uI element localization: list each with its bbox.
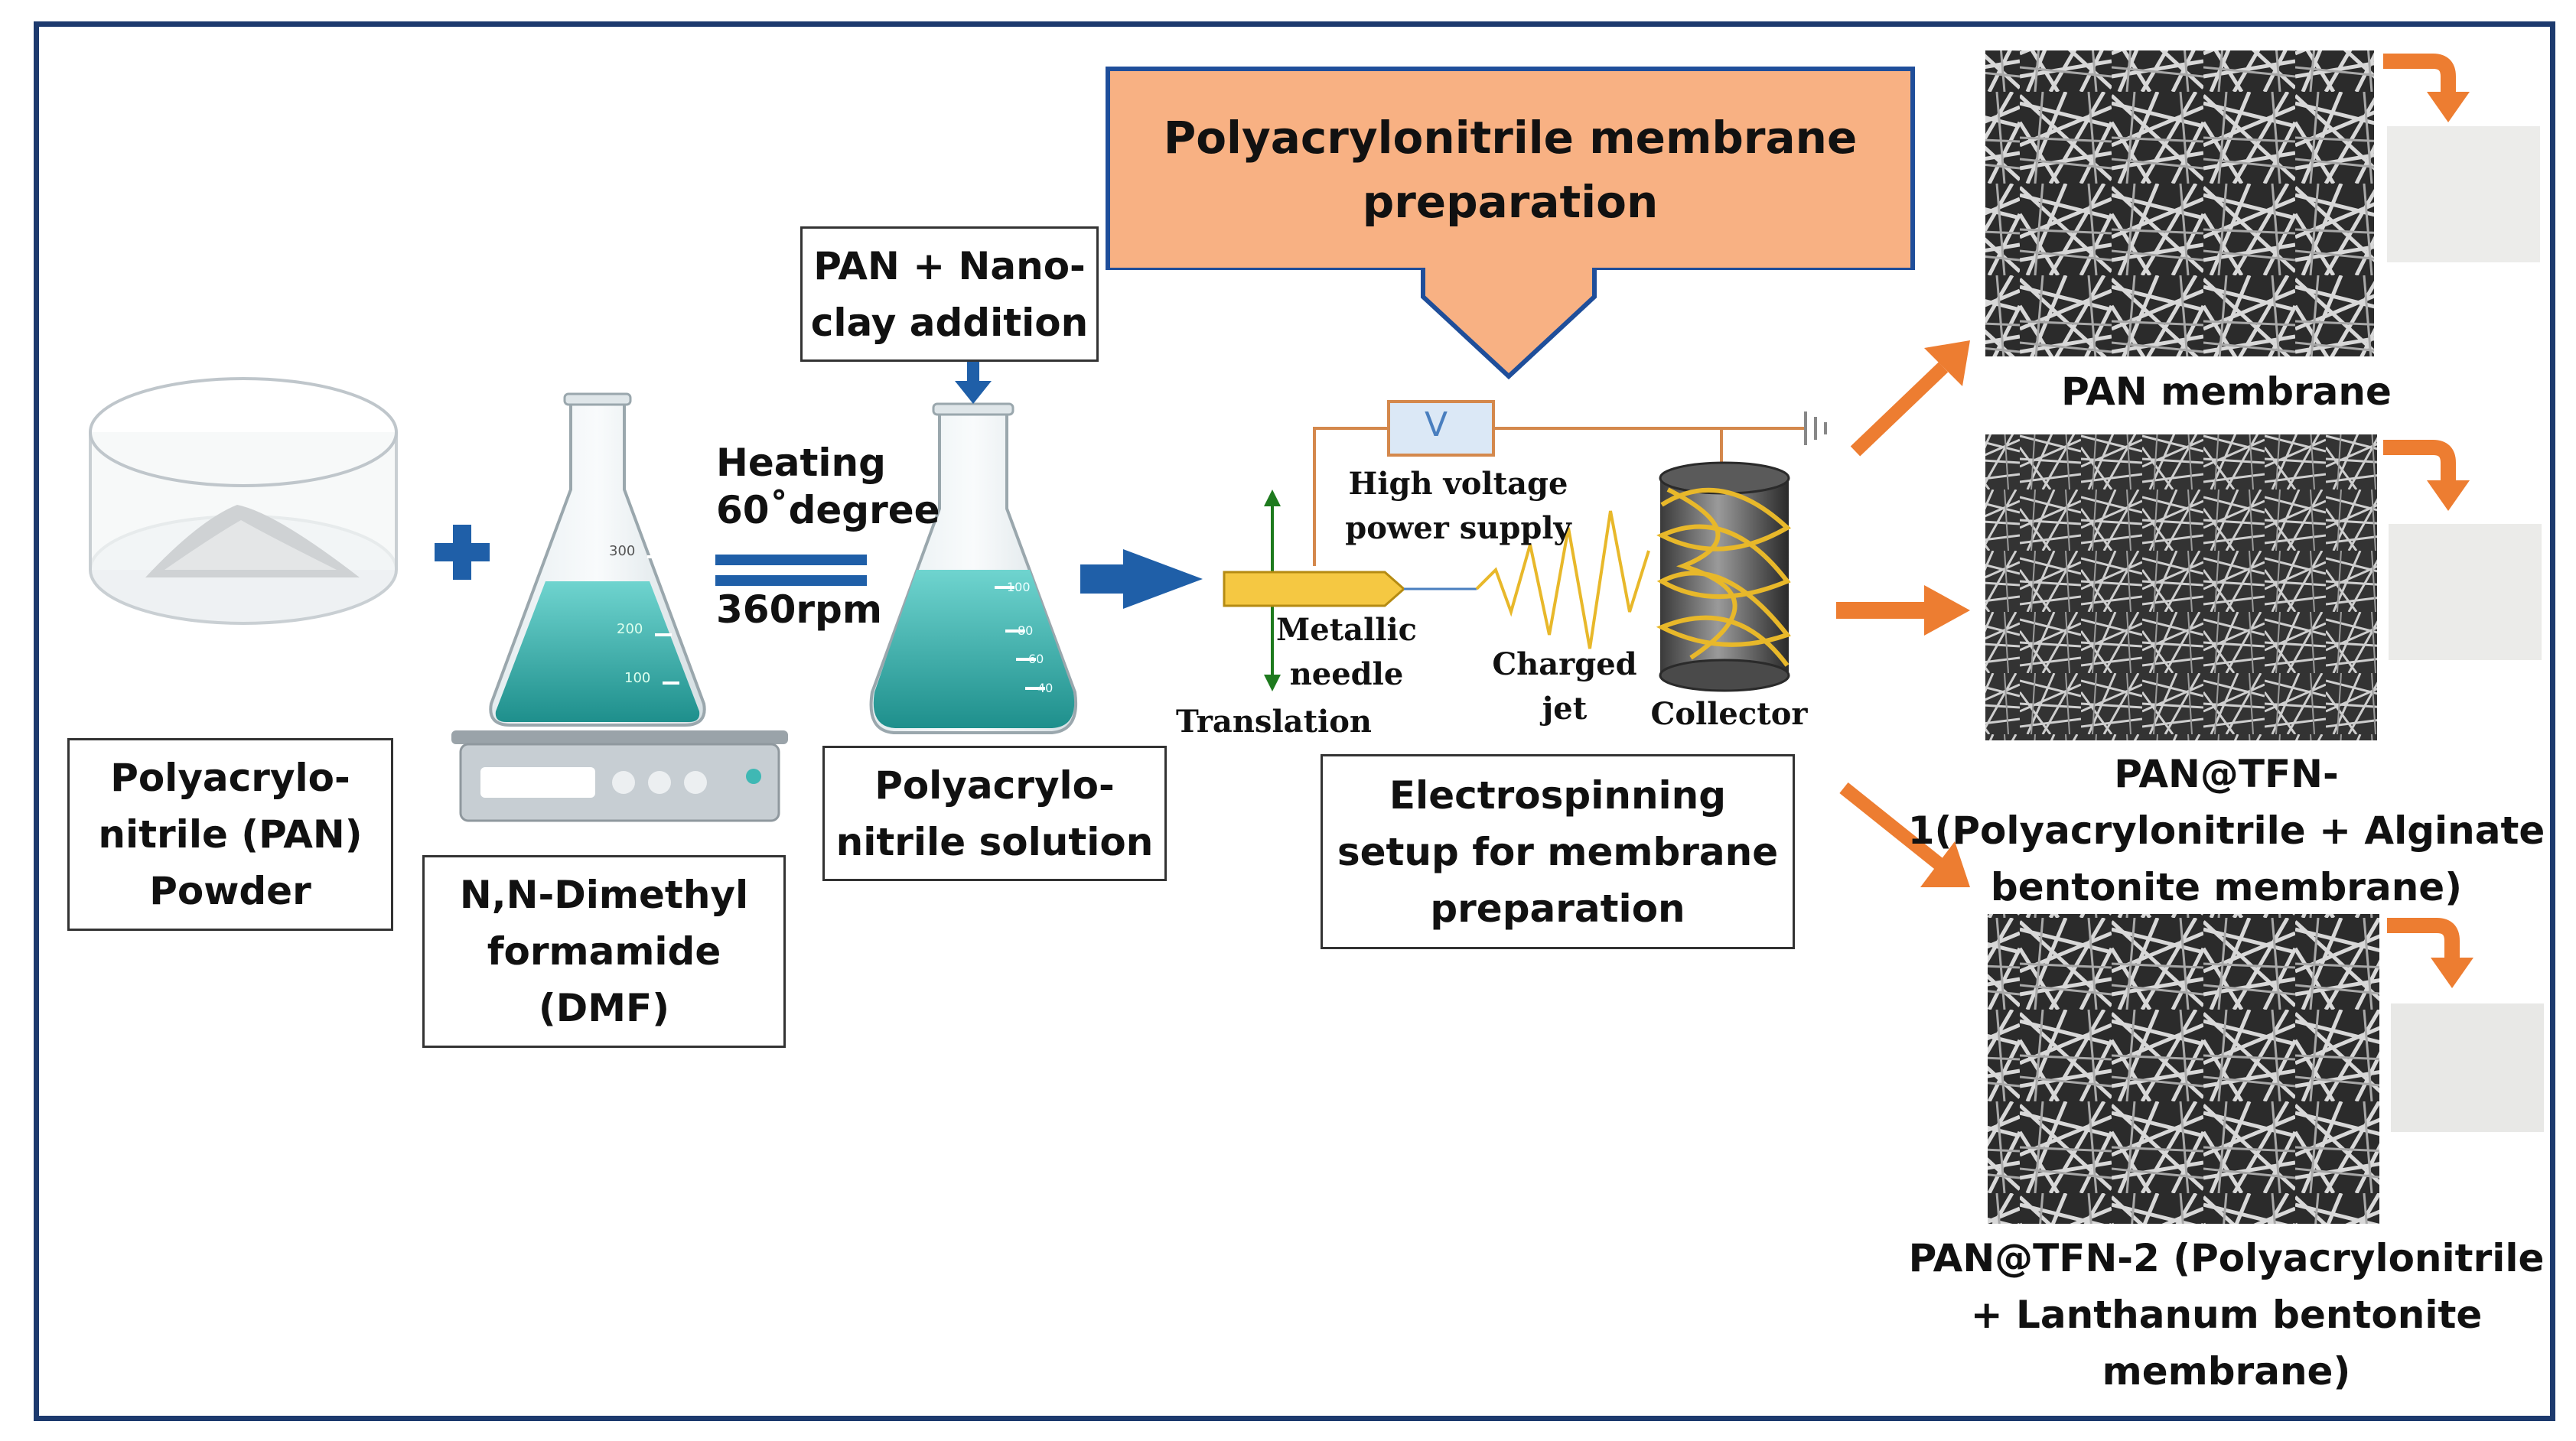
sem-image-tfn1 xyxy=(1985,434,2377,740)
power-supply-icon xyxy=(1387,400,1495,457)
plus-icon xyxy=(435,525,490,580)
collector-icon xyxy=(1656,461,1792,692)
electrospinning-box: Electrospinning setup for membrane prepa… xyxy=(1321,754,1795,949)
power-supply-label: High voltage power supply xyxy=(1345,466,1571,546)
sem-image-tfn2 xyxy=(1988,914,2379,1224)
heating-label: Heating xyxy=(716,441,886,485)
curved-arrow-1 xyxy=(2383,54,2470,122)
flask-mark-80: 80 xyxy=(1018,623,1034,638)
heating-arrow xyxy=(715,555,867,586)
needle-label: Metallic needle xyxy=(1275,612,1418,692)
flask-mark-60: 60 xyxy=(1028,652,1044,666)
output-arrow-1 xyxy=(1850,340,1970,457)
diagram-title: Polyacrylonitrile membrane preparation xyxy=(1163,111,1858,228)
metallic-needle-icon xyxy=(1223,571,1477,607)
curved-arrow-3 xyxy=(2387,918,2473,988)
down-arrow-icon xyxy=(955,361,992,404)
output-label-pan: PAN membrane xyxy=(2061,369,2392,414)
charged-jet-label: Charged jet xyxy=(1492,646,1637,727)
beaker-mark-200: 200 xyxy=(617,621,643,637)
membrane-photo-tfn2 xyxy=(2391,1003,2544,1132)
title-box: Polyacrylonitrile membrane preparation xyxy=(1106,67,1915,268)
rpm-label: 360rpm xyxy=(716,587,882,632)
dmf-box: N,N-Dimethyl formamide (DMF) xyxy=(422,855,786,1048)
membrane-photo-pan xyxy=(2387,126,2540,262)
electrospinning-circuit xyxy=(1313,411,1827,566)
output-label-tfn2: PAN@TFN-2 (Polyacrylonitrile + Lanthanum… xyxy=(1908,1236,2545,1394)
dmf-label: N,N-Dimethyl formamide (DMF) xyxy=(459,873,749,1030)
membrane-photo-tfn1 xyxy=(2389,524,2542,660)
electrospinning-label: Electrospinning setup for membrane prepa… xyxy=(1337,773,1779,931)
solution-label: Polyacrylo- nitrile solution xyxy=(835,763,1154,864)
charged-jet-icon xyxy=(1475,510,1650,649)
right-arrow-icon xyxy=(1080,549,1203,609)
beaker-mark-100: 100 xyxy=(624,670,651,686)
pan-powder-box: Polyacrylo- nitrile (PAN) Powder xyxy=(67,738,393,931)
pan-powder-label: Polyacrylo- nitrile (PAN) Powder xyxy=(98,756,363,913)
nanoclay-box: PAN + Nano- clay addition xyxy=(800,226,1099,362)
translation-label: Translation xyxy=(1176,704,1372,740)
collector-label: Collector xyxy=(1650,696,1808,732)
solution-flask-icon xyxy=(869,402,1078,734)
output-label-tfn1: PAN@TFN- 1(Polyacrylonitrile + Alginate … xyxy=(1907,752,2545,909)
heating-temp-label: 60˚degree xyxy=(716,488,940,532)
title-arrow-icon xyxy=(1106,265,1915,380)
sem-image-pan xyxy=(1985,50,2374,356)
flask-mark-40: 40 xyxy=(1037,681,1054,695)
voltage-symbol: V xyxy=(1425,405,1448,444)
hotplate-icon xyxy=(451,730,788,822)
beaker-mark-300: 300 xyxy=(609,543,636,559)
solution-box: Polyacrylo- nitrile solution xyxy=(822,746,1167,881)
nanoclay-label: PAN + Nano- clay addition xyxy=(810,243,1089,345)
flask-mark-100: 100 xyxy=(1007,580,1031,594)
dmf-flask-icon xyxy=(489,392,706,727)
output-arrow-2 xyxy=(1836,585,1970,636)
petri-dish-icon xyxy=(89,377,398,625)
curved-arrow-2 xyxy=(2383,440,2470,511)
output-arrow-3 xyxy=(1839,782,1970,887)
